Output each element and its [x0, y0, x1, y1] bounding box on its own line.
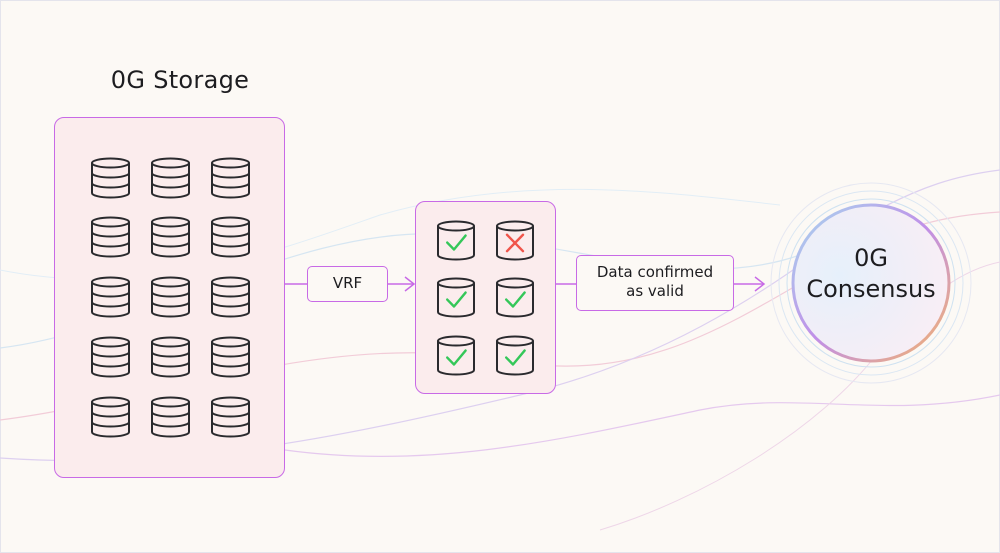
- consensus-circle: [791, 203, 951, 363]
- confirmation-line-1: Data confirmed: [596, 263, 714, 281]
- database-icon: [150, 216, 191, 262]
- consensus-line-1: 0G: [854, 244, 888, 272]
- database-icon: [90, 276, 131, 322]
- database-icon: [210, 157, 251, 203]
- storage-panel: [54, 117, 285, 478]
- database-icon: [150, 336, 191, 382]
- verification-panel: [415, 201, 556, 394]
- invalid-database-icon: [495, 220, 535, 265]
- database-icon: [210, 216, 251, 262]
- vrf-label: VRF: [307, 266, 388, 302]
- database-icon: [210, 396, 251, 442]
- valid-database-icon: [495, 335, 535, 380]
- confirmation-label: Data confirmed as valid: [576, 255, 734, 311]
- consensus-label: 0G Consensus: [795, 243, 947, 305]
- storage-title: 0G Storage: [110, 66, 250, 94]
- database-icon: [150, 276, 191, 322]
- database-icon: [90, 216, 131, 262]
- arrowhead-icon: [404, 276, 416, 292]
- database-icon: [150, 396, 191, 442]
- confirmation-line-2: as valid: [626, 282, 684, 300]
- valid-database-icon: [436, 277, 476, 322]
- valid-database-icon: [495, 277, 535, 322]
- database-icon: [210, 276, 251, 322]
- consensus-line-2: Consensus: [806, 275, 936, 303]
- database-icon: [90, 396, 131, 442]
- valid-database-icon: [436, 335, 476, 380]
- database-icon: [150, 157, 191, 203]
- database-icon: [90, 336, 131, 382]
- valid-database-icon: [436, 220, 476, 265]
- database-icon: [90, 157, 131, 203]
- database-icon: [210, 336, 251, 382]
- arrowhead-icon: [754, 276, 766, 292]
